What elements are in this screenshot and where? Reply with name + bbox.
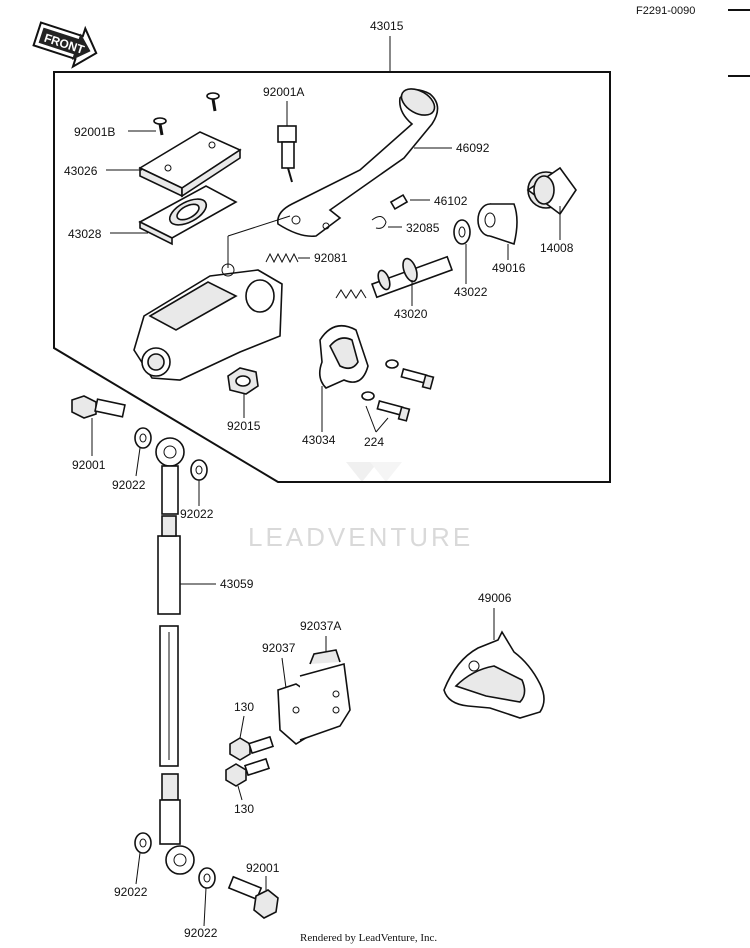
callout-46092: 46092 [456, 141, 490, 155]
callout-92022-d: 92022 [184, 926, 218, 940]
callout-43015: 43015 [370, 19, 404, 33]
banjo-bolt-92001-top [71, 395, 126, 419]
washer-43022 [453, 219, 471, 245]
screw-92001b [153, 117, 167, 136]
cover-49006 [443, 630, 545, 719]
screw-46102 [389, 193, 409, 211]
watermark-logo [346, 462, 402, 482]
watermark-text: LEADVENTURE [248, 522, 473, 552]
piston-assembly-43020 [335, 255, 454, 299]
callout-92022-c: 92022 [114, 885, 148, 899]
callout-32085: 32085 [406, 221, 440, 235]
callout-130-b: 130 [234, 802, 254, 816]
washer-92022-a [134, 427, 152, 449]
bolt-224-upper [385, 359, 435, 390]
reservoir-cap-43026 [138, 131, 242, 198]
callout-92001B: 92001B [74, 125, 115, 139]
bolt-130-upper [229, 735, 275, 761]
callout-130-a: 130 [234, 700, 254, 714]
callout-92015: 92015 [227, 419, 261, 433]
callout-92022-a: 92022 [112, 478, 146, 492]
dust-cap-14008 [526, 166, 577, 216]
bolt-130-lower [225, 757, 271, 787]
callout-92081: 92081 [314, 251, 348, 265]
callout-49006: 49006 [478, 591, 512, 605]
callout-43020: 43020 [394, 307, 428, 321]
callout-92037: 92037 [262, 641, 296, 655]
callout-43026: 43026 [64, 164, 98, 178]
front-arrow-icon: FRONT [32, 21, 98, 69]
callout-14008: 14008 [540, 241, 574, 255]
callout-224: 224 [364, 435, 384, 449]
callout-92001-bottom: 92001 [246, 861, 280, 875]
brake-hose-43059 [155, 437, 195, 875]
footer-credit: Rendered by LeadVenture, Inc. [300, 932, 437, 944]
boot-49016 [477, 203, 518, 246]
spring-92081 [265, 252, 299, 264]
callout-43022: 43022 [454, 285, 488, 299]
clip-32085 [371, 216, 387, 229]
callout-92001A: 92001A [263, 85, 304, 99]
assembly-boundary-43015 [53, 71, 611, 483]
bolt-224-lower [361, 391, 411, 422]
callout-49016: 49016 [492, 261, 526, 275]
master-cylinder-body [133, 263, 283, 381]
callout-92001-top: 92001 [72, 458, 106, 472]
banjo-bolt-92001-bottom [227, 875, 279, 919]
diagram-code: F2291-0090 [636, 5, 695, 17]
pivot-bolt-92001a [277, 125, 297, 183]
washer-92022-c [134, 832, 152, 854]
callout-46102: 46102 [434, 194, 468, 208]
screw-92001b-2 [206, 92, 220, 112]
callout-43028: 43028 [68, 227, 102, 241]
callout-43059: 43059 [220, 577, 254, 591]
hose-bracket-92037 [277, 649, 351, 745]
callout-92022-b: 92022 [180, 507, 214, 521]
nut-92015 [227, 367, 259, 395]
washer-92022-b [190, 459, 208, 481]
washer-92022-d [198, 867, 216, 889]
brake-lever-46092 [276, 88, 439, 238]
clamp-43034 [318, 324, 369, 389]
callout-43034: 43034 [302, 433, 336, 447]
diaphragm-43028 [138, 185, 238, 246]
callout-92037A: 92037A [300, 619, 341, 633]
